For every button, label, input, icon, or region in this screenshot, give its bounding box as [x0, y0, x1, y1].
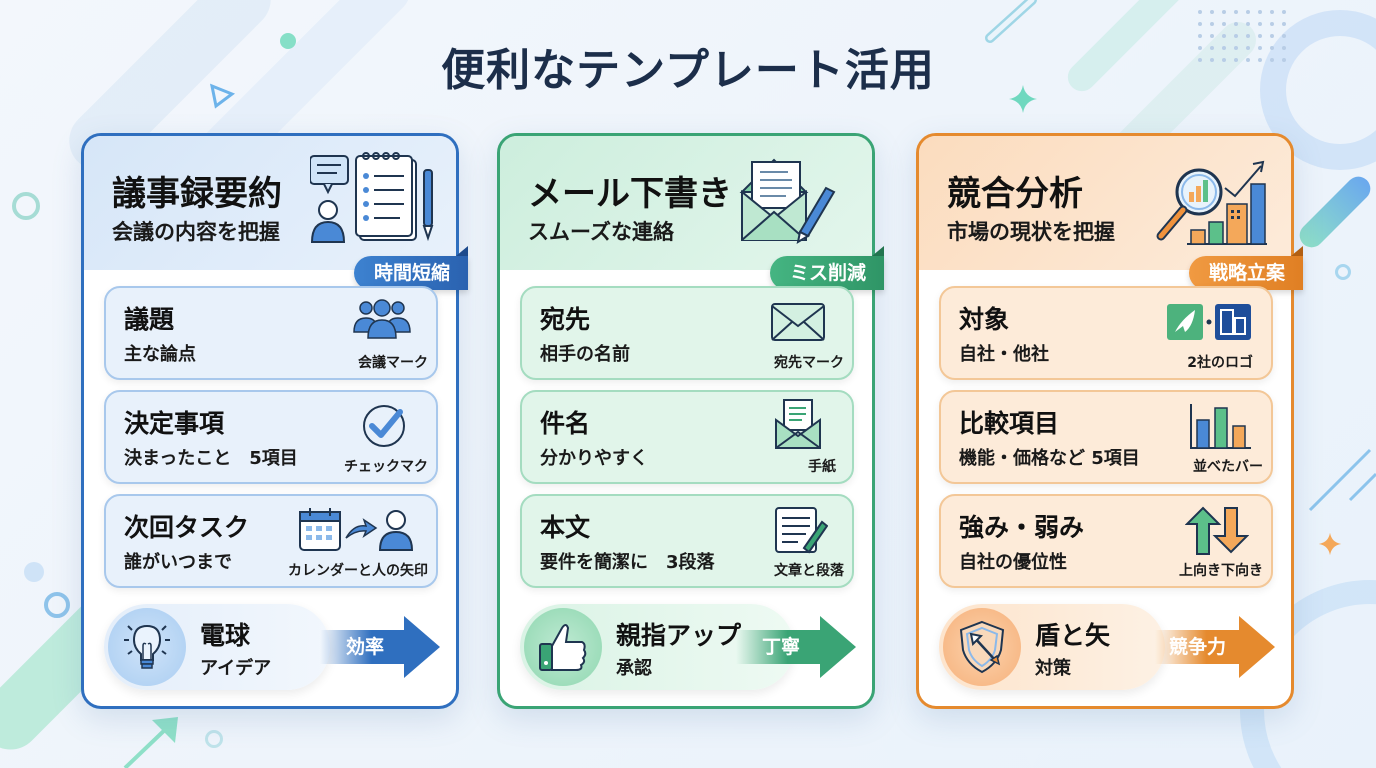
list-item[interactable]: 対象 自社・他社 2社のロゴ: [939, 286, 1273, 380]
card-header: [500, 136, 872, 270]
footer-subtitle: 対策: [1035, 658, 1071, 679]
item-caption: 文章と段落: [774, 563, 844, 579]
item-subtitle: 主な論点: [124, 344, 196, 365]
footer-pill[interactable]: 電球 アイデア: [104, 604, 330, 690]
item-caption: 手紙: [808, 459, 836, 475]
list-item[interactable]: 決定事項 決まったこと 5項目 チェックマク: [104, 390, 438, 484]
card-email-draft[interactable]: メール下書き スムーズな連絡 ミス削減 宛先 相手の名前 宛先マーク 件名 分か…: [497, 133, 885, 709]
benefit-arrow: 競争力: [1155, 616, 1277, 678]
arrow-label: 丁寧: [762, 636, 801, 658]
arrow-right-icon: [404, 616, 440, 678]
envelope-letter-pen-icon: [739, 158, 836, 245]
card-subtitle: 会議の内容を把握: [112, 220, 280, 244]
arrow-right-icon: [1239, 616, 1275, 678]
card-title: 競合分析: [947, 174, 1083, 214]
card-competitive-analysis[interactable]: 競合分析 市場の現状を把握 戦略立案 対象 自社・他社 2社のロゴ 比較項目 機…: [916, 133, 1304, 709]
footer-subtitle: アイデア: [200, 658, 272, 679]
item-caption: 上向き下向き: [1179, 563, 1263, 579]
item-caption: 会議マーク: [358, 355, 428, 371]
footer-title: 電球: [200, 621, 251, 650]
card-header: [919, 136, 1291, 270]
thumbs-up-icon: [539, 624, 587, 671]
ribbon-badge: ミス削減: [769, 246, 885, 290]
item-caption: 宛先マーク: [774, 355, 844, 371]
footer-icon-circle: [943, 608, 1021, 686]
item-caption: 並べたバー: [1193, 459, 1263, 475]
up-down-arrows-icon: [1185, 506, 1249, 555]
card-title: メール下書き: [528, 174, 732, 214]
arrow-label: 効率: [346, 636, 385, 658]
document-pen-icon: [775, 507, 828, 554]
lightbulb-icon: [124, 624, 170, 669]
item-title: 比較項目: [959, 409, 1060, 438]
item-subtitle: 自社・他社: [959, 344, 1049, 365]
shield-arrow-icon: [959, 620, 1005, 674]
list-item[interactable]: 件名 分かりやすく 手紙: [520, 390, 854, 484]
list-item[interactable]: 議題 主な論点 会議マーク: [104, 286, 438, 380]
list-item[interactable]: 比較項目 機能・価格など 5項目 並べたバー: [939, 390, 1273, 484]
benefit-arrow: 丁寧: [736, 616, 858, 678]
meeting-notes-icon: [310, 152, 434, 243]
card-subtitle: 市場の現状を把握: [947, 220, 1115, 244]
list-item[interactable]: 本文 要件を簡潔に 3段落 文章と段落: [520, 494, 854, 588]
card-meeting-minutes[interactable]: 議事録要約 会議の内容を把握 時間短縮 議題 主な論点 会議マーク 決定事項 決…: [81, 133, 469, 709]
two-company-logos-icon: [1167, 304, 1251, 340]
list-item[interactable]: 宛先 相手の名前 宛先マーク: [520, 286, 854, 380]
item-subtitle: 相手の名前: [540, 344, 630, 365]
item-title: 次回タスク: [124, 513, 250, 542]
letter-envelope-icon: [775, 399, 821, 449]
page-title: 便利なテンプレート活用: [441, 45, 935, 96]
footer-subtitle: 承認: [616, 658, 652, 679]
item-subtitle: 機能・価格など 5項目: [959, 448, 1140, 469]
item-title: 強み・弱み: [959, 513, 1085, 542]
item-title: 件名: [540, 409, 591, 438]
item-title: 宛先: [540, 305, 591, 334]
item-title: 本文: [540, 513, 591, 542]
calendar-to-person-icon: [299, 508, 414, 551]
footer-icon-circle: [524, 608, 602, 686]
people-group-icon: [353, 299, 411, 339]
item-caption: カレンダーと人の矢印: [288, 563, 428, 579]
list-item[interactable]: 次回タスク 誰がいつまで カレンダーと人の矢印: [104, 494, 438, 588]
footer-icon-circle: [108, 608, 186, 686]
item-subtitle: 誰がいつまで: [124, 552, 232, 573]
ribbon-badge: 時間短縮: [353, 246, 469, 290]
item-title: 決定事項: [124, 409, 225, 438]
footer-pill[interactable]: 盾と矢 対策: [939, 604, 1165, 690]
item-subtitle: 決まったこと 5項目: [124, 448, 298, 469]
item-subtitle: 分かりやすく: [540, 448, 648, 469]
card-title: 議事録要約: [112, 174, 282, 214]
arrow-right-icon: [820, 616, 856, 678]
ribbon-badge: 戦略立案: [1188, 246, 1304, 290]
item-title: 対象: [959, 305, 1010, 334]
arrow-label: 競争力: [1169, 636, 1227, 658]
item-subtitle: 自社の優位性: [959, 552, 1067, 573]
item-caption: 2社のロゴ: [1187, 355, 1253, 371]
item-caption: チェックマク: [344, 459, 428, 475]
item-subtitle: 要件を簡潔に 3段落: [540, 552, 715, 573]
item-title: 議題: [124, 305, 175, 334]
benefit-arrow: 効率: [320, 616, 442, 678]
check-circle-icon: [363, 405, 405, 447]
magnifier-chart-icon: [1156, 160, 1267, 245]
list-item[interactable]: 強み・弱み 自社の優位性 上向き下向き: [939, 494, 1273, 588]
footer-title: 親指アップ: [616, 621, 742, 650]
card-subtitle: スムーズな連絡: [528, 220, 674, 244]
envelope-icon: [771, 303, 825, 341]
footer-title: 盾と矢: [1035, 621, 1111, 650]
bar-chart-icon: [1190, 404, 1251, 449]
